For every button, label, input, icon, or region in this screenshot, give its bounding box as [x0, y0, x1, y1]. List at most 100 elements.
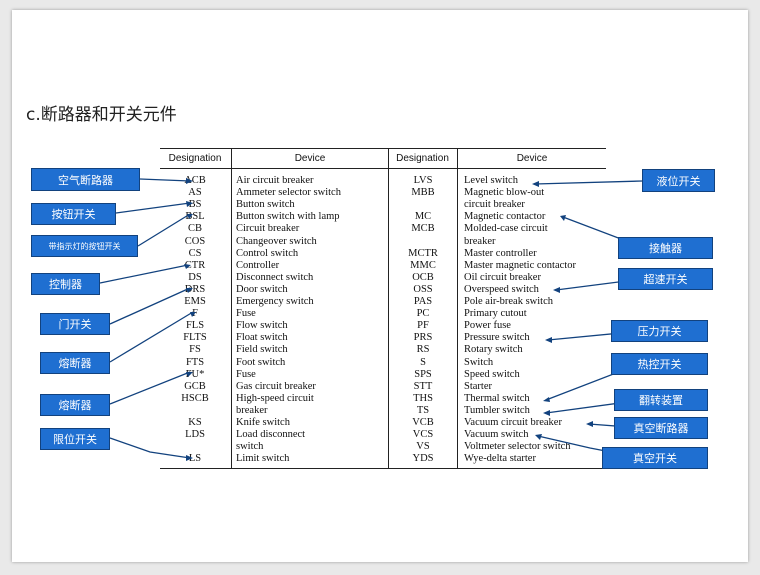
- designation-code: MCTR: [408, 247, 438, 259]
- device-name: Control switch: [236, 247, 299, 259]
- designation-code: EMS: [184, 296, 206, 307]
- device-name: Float switch: [236, 332, 288, 344]
- column-divider: [457, 148, 458, 468]
- device-name: Level switch: [464, 175, 518, 186]
- designation-code: CS: [188, 247, 202, 259]
- device-name: Controller: [236, 259, 280, 271]
- device-name: breaker: [464, 235, 496, 247]
- callout-level-switch: 液位开关: [642, 169, 715, 192]
- device-name: High-speed circuit: [236, 392, 314, 404]
- device-name: Limit switch: [236, 453, 290, 465]
- callout-vacuum-switch: 真空开关: [602, 447, 708, 469]
- device-name: Knife switch: [236, 417, 290, 428]
- device-name: Master controller: [464, 247, 537, 259]
- device-name: Starter: [464, 380, 492, 392]
- designation-code: MCB: [411, 223, 435, 235]
- designation-code: SPS: [414, 368, 432, 380]
- callout-door-switch: 门开关: [40, 313, 110, 335]
- device-name: Master magnetic contactor: [464, 259, 576, 271]
- device-name: Load disconnect: [236, 429, 306, 441]
- device-name: Switch: [464, 356, 494, 368]
- device-name: Voltmeter selector switch: [464, 441, 571, 453]
- designation-code: FTS: [185, 356, 205, 368]
- header-device-left: Device: [294, 153, 326, 164]
- table-bottom-rule: [160, 468, 606, 469]
- callout-limit-switch: 限位开关: [40, 428, 110, 450]
- device-name: Molded-case circuit: [464, 223, 548, 235]
- device-name: Magnetic blow-out: [464, 187, 545, 199]
- device-name: Magnetic contactor: [464, 211, 546, 223]
- designation-code: BS: [188, 199, 202, 211]
- designation-code: KS: [188, 417, 202, 428]
- designation-code: STT: [413, 380, 433, 392]
- device-name: Field switch: [236, 344, 288, 356]
- callout-air-circuit-breaker: 空气断路器: [31, 168, 140, 191]
- designation-code: AS: [188, 187, 202, 199]
- designation-code: DRS: [184, 283, 206, 295]
- designation-code: FU*: [185, 368, 205, 380]
- designation-code: DS: [188, 271, 202, 283]
- designation-code: YDS: [412, 453, 434, 465]
- designation-code: PAS: [413, 296, 433, 307]
- designation-code: CTR: [184, 259, 206, 271]
- designation-code: HSCB: [181, 392, 209, 404]
- callout-tumbler-switch: 翻转装置: [614, 389, 708, 411]
- designation-code: PC: [416, 308, 430, 320]
- callout-thermal-switch: 热控开关: [611, 353, 708, 375]
- designation-code: THS: [413, 392, 433, 404]
- designation-code: OCB: [412, 271, 434, 283]
- device-name: Tumbler switch: [464, 404, 530, 416]
- device-name: Gas circuit breaker: [236, 380, 316, 392]
- designation-code: ACB: [184, 175, 206, 186]
- device-name: Wye-delta starter: [464, 453, 536, 465]
- callout-fuse-star: 熔断器: [40, 394, 110, 416]
- designation-code: VCB: [412, 417, 434, 428]
- designation-code: VCS: [412, 429, 434, 441]
- device-name: Door switch: [236, 283, 288, 295]
- callout-pressure-switch: 压力开关: [611, 320, 708, 342]
- callout-fuse: 熔断器: [40, 352, 110, 374]
- callout-controller: 控制器: [31, 273, 100, 295]
- designation-code: OSS: [413, 283, 433, 295]
- device-name: Pressure switch: [464, 332, 530, 344]
- designation-code: TS: [416, 404, 430, 416]
- callout-button-switch-with-lamp: 带指示灯的按钮开关: [31, 235, 138, 257]
- header-device-right: Device: [516, 153, 548, 164]
- device-name: Changeover switch: [236, 235, 317, 247]
- device-name: Overspeed switch: [464, 283, 539, 295]
- device-name: Fuse: [236, 308, 256, 320]
- device-name: Button switch with lamp: [236, 211, 340, 223]
- designation-code: MC: [414, 211, 432, 223]
- designation-code: F: [192, 308, 198, 320]
- callout-overspeed-switch: 超速开关: [618, 268, 713, 290]
- device-name: Thermal switch: [464, 392, 530, 404]
- device-name: Rotary switch: [464, 344, 523, 356]
- designation-code: PRS: [413, 332, 433, 344]
- device-name: Vacuum circuit breaker: [464, 417, 562, 428]
- designation-code: FLTS: [183, 332, 207, 344]
- designation-code: FLS: [185, 320, 205, 332]
- designation-code: MMC: [410, 259, 436, 271]
- callout-vacuum-circuit-breaker: 真空断路器: [614, 417, 708, 439]
- callout-button-switch: 按钮开关: [31, 203, 116, 225]
- device-name: Button switch: [236, 199, 295, 211]
- designation-code: GCB: [184, 380, 206, 392]
- callout-contactor: 接触器: [618, 237, 713, 259]
- device-name: Ammeter selector switch: [236, 187, 341, 199]
- device-name: switch: [236, 441, 264, 453]
- designation-code: S: [420, 356, 426, 368]
- designation-code: CB: [187, 223, 202, 235]
- device-name: Pole air-break switch: [464, 296, 554, 307]
- designation-code: BSL: [185, 211, 205, 223]
- device-name: Primary cutout: [464, 308, 527, 320]
- device-name: Flow switch: [236, 320, 288, 332]
- device-name: circuit breaker: [464, 199, 525, 211]
- designation-code: LVS: [413, 175, 433, 186]
- device-name: Power fuse: [464, 320, 511, 332]
- designation-code: FS: [189, 344, 201, 356]
- device-name: Vacuum switch: [464, 429, 529, 441]
- column-divider: [231, 148, 232, 468]
- table-top-rule: [160, 148, 606, 149]
- slide-title: c.断路器和开关元件: [26, 105, 177, 125]
- device-name: Fuse: [236, 368, 256, 380]
